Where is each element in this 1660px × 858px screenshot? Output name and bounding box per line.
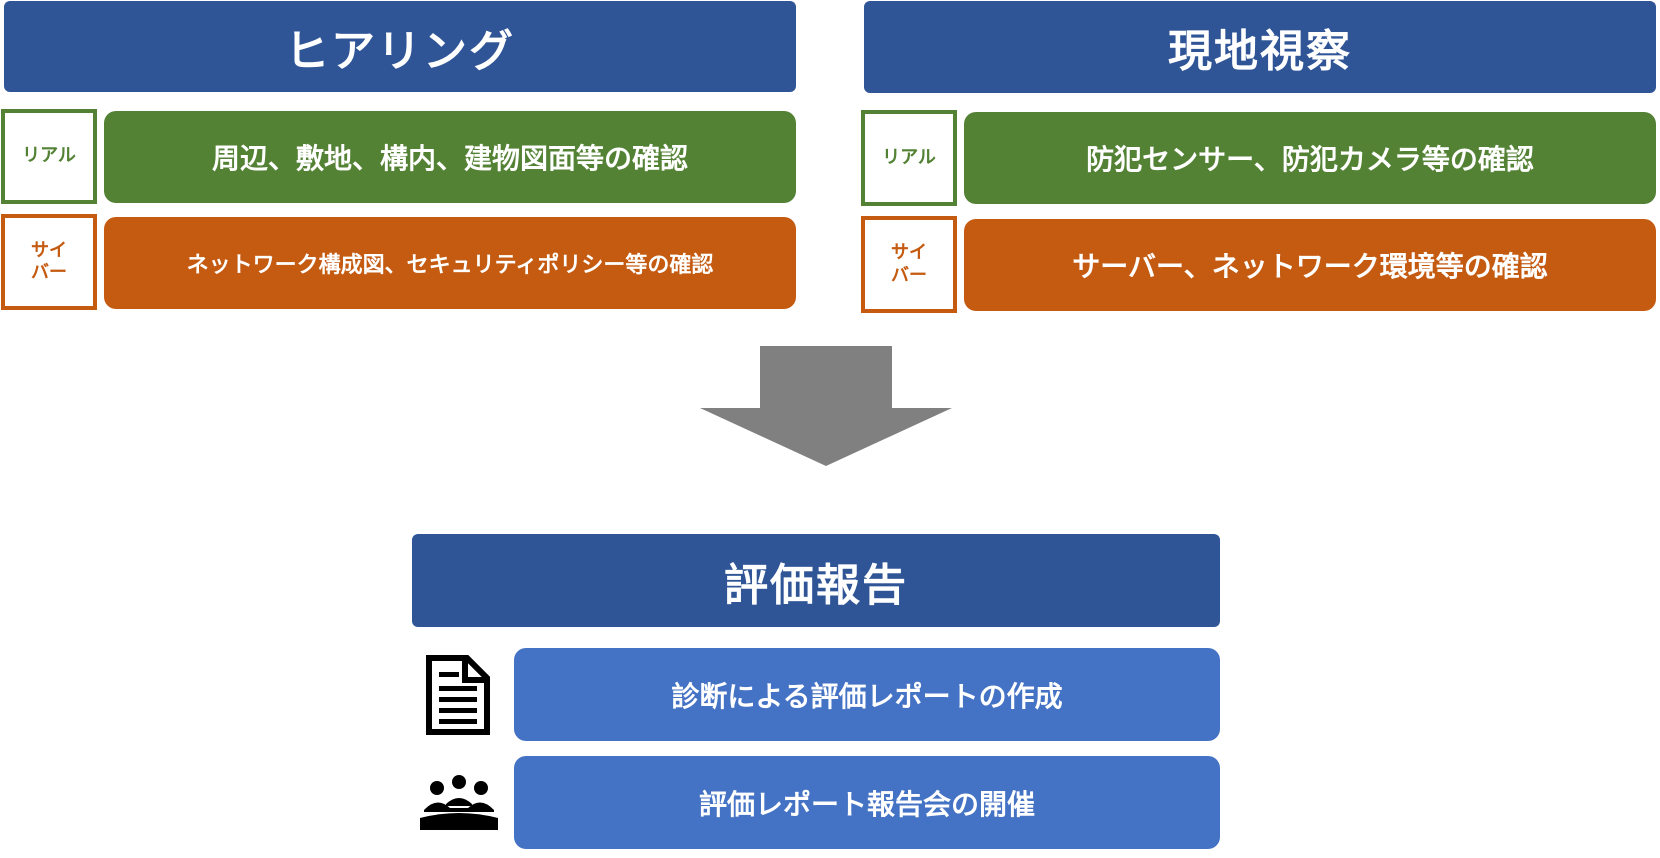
hearing-cyber-tag: サイ バー [1, 214, 97, 310]
site-real-item: 防犯センサー、防犯カメラ等の確認 [964, 112, 1656, 204]
down-arrow-icon [700, 346, 952, 466]
hearing-cyber-tag-line1: サイ [31, 239, 67, 261]
meeting-icon [420, 775, 498, 830]
hearing-header: ヒアリング [4, 1, 796, 92]
hearing-cyber-item: ネットワーク構成図、セキュリティポリシー等の確認 [104, 217, 796, 309]
site-inspection-title: 現地視察 [1168, 26, 1352, 77]
report-creation-text: 診断による評価レポートの作成 [671, 679, 1063, 713]
hearing-real-tag: リアル [1, 109, 97, 204]
hearing-title: ヒアリング [285, 25, 515, 77]
hearing-cyber-text: ネットワーク構成図、セキュリティポリシー等の確認 [186, 253, 714, 278]
report-meeting-text: 評価レポート報告会の開催 [698, 787, 1035, 821]
site-cyber-tag-line1: サイ [891, 242, 927, 263]
hearing-cyber-tag-line2: バー [31, 262, 67, 283]
site-real-tag-label: リアル [882, 146, 936, 168]
evaluation-title: 評価報告 [724, 559, 908, 611]
site-cyber-tag-line2: バー [891, 264, 927, 286]
site-cyber-text: サーバー、ネットワーク環境等の確認 [1072, 250, 1548, 283]
site-cyber-item: サーバー、ネットワーク環境等の確認 [964, 219, 1656, 311]
report-meeting-item: 評価レポート報告会の開催 [514, 756, 1220, 849]
hearing-real-tag-label: リアル [22, 145, 76, 167]
hearing-real-text: 周辺、敷地、構内、建物図面等の確認 [211, 142, 688, 175]
report-creation-item: 診断による評価レポートの作成 [514, 648, 1220, 741]
document-icon [426, 655, 490, 735]
site-cyber-tag: サイ バー [861, 216, 957, 313]
site-real-text: 防犯センサー、防犯カメラ等の確認 [1086, 143, 1534, 176]
site-real-tag: リアル [861, 110, 957, 206]
evaluation-header: 評価報告 [412, 534, 1220, 627]
site-inspection-header: 現地視察 [864, 1, 1656, 93]
hearing-real-item: 周辺、敷地、構内、建物図面等の確認 [104, 111, 796, 203]
